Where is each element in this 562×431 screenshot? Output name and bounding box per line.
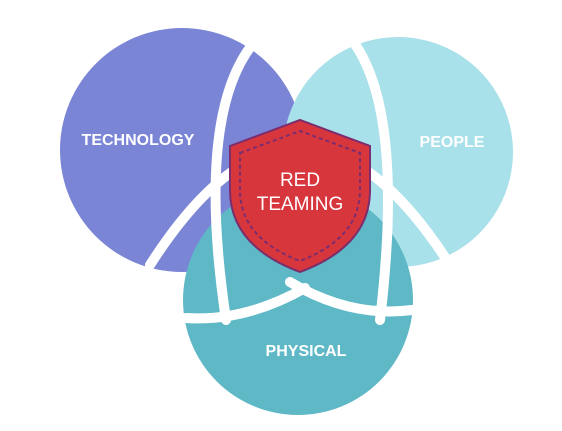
red-teaming-line1: RED	[280, 170, 320, 191]
physical-label: PHYSICAL	[266, 343, 347, 360]
technology-label: TECHNOLOGY	[82, 132, 195, 149]
tech-people-arc	[210, 35, 261, 325]
people-tech-arc	[347, 35, 393, 325]
physical-left-arc	[181, 283, 310, 324]
physical-right-arc	[285, 277, 417, 317]
red-teaming-shield	[229, 118, 371, 274]
people-label: PEOPLE	[420, 134, 485, 151]
red-teaming-line2: TEAMING	[257, 194, 344, 215]
physical-circle	[183, 185, 413, 415]
shield-dashed-outline	[239, 129, 361, 263]
